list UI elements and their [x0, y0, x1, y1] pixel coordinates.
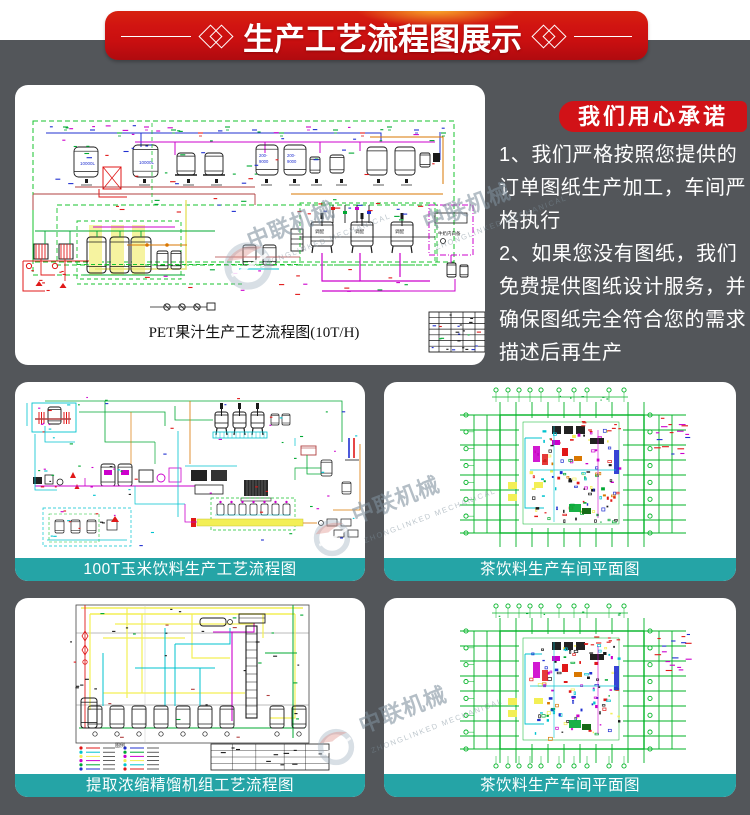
svg-text:调配: 调配 — [315, 228, 324, 235]
svg-text:200-: 200- — [287, 153, 296, 158]
svg-text:图例: 图例 — [115, 742, 125, 749]
svg-text:10000L: 10000L — [80, 161, 96, 166]
svg-text:9000: 9000 — [287, 159, 297, 164]
svg-text:9000: 9000 — [259, 159, 269, 164]
svg-text:牛奶内白备: 牛奶内白备 — [438, 230, 461, 237]
svg-text:10000L: 10000L — [139, 160, 155, 165]
svg-text:调配: 调配 — [355, 228, 364, 235]
svg-text:PET果汁生产工艺流程图(10T/H): PET果汁生产工艺流程图(10T/H) — [149, 324, 360, 341]
svg-text:200-: 200- — [259, 153, 268, 158]
svg-text:调配: 调配 — [395, 228, 404, 235]
